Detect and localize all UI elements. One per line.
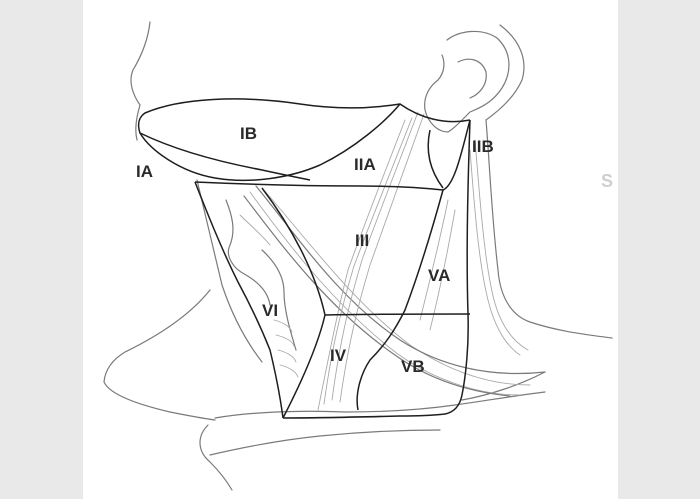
level-boundaries bbox=[137, 98, 471, 419]
anterior-border bbox=[194, 181, 284, 419]
larynx-line bbox=[239, 214, 271, 246]
level-ia-boundary bbox=[139, 132, 311, 181]
trapezius-fiber bbox=[474, 139, 529, 351]
trachea-ring bbox=[275, 334, 295, 347]
ear-inner-outline bbox=[457, 58, 487, 99]
neck-fiber bbox=[419, 199, 449, 321]
label-level-iia: IIA bbox=[354, 155, 376, 174]
trachea-outline bbox=[225, 199, 271, 306]
head-back-outline bbox=[485, 24, 525, 121]
thyroid-outline bbox=[261, 249, 297, 351]
neck-skin-outline bbox=[103, 289, 211, 383]
vessel-line bbox=[331, 111, 419, 401]
label-level-iii: III bbox=[355, 231, 369, 250]
level-labels: IA IB IIA IIB III VA VI IV VB bbox=[136, 124, 494, 376]
trachea-ring bbox=[273, 319, 293, 333]
anatomy-outline bbox=[103, 21, 613, 491]
level-iv-vi-divider bbox=[261, 187, 326, 419]
trachea-ring bbox=[279, 364, 299, 378]
scm-fiber bbox=[261, 187, 531, 386]
sternum-outline bbox=[199, 424, 233, 491]
watermark-text: S bbox=[601, 171, 613, 191]
level-iib-inner bbox=[427, 129, 444, 189]
label-level-ia: IA bbox=[136, 162, 153, 181]
scm-back-edge bbox=[243, 195, 511, 397]
clavicle-boundary bbox=[282, 413, 446, 419]
label-level-vi: VI bbox=[262, 301, 278, 320]
cricoid-line bbox=[324, 313, 471, 316]
level-iib-top bbox=[399, 103, 471, 123]
level-v-lateral-border bbox=[444, 119, 471, 415]
chin-outline bbox=[130, 21, 151, 141]
vessel-line bbox=[339, 113, 425, 403]
ear-outline bbox=[424, 30, 510, 133]
level-ib-boundary bbox=[137, 98, 401, 182]
hyoid-line bbox=[194, 181, 444, 191]
vessel-line bbox=[323, 117, 413, 405]
clavicle-lower-outline bbox=[209, 429, 441, 456]
scm-front-edge bbox=[255, 185, 546, 375]
neck-back-outline bbox=[485, 119, 613, 339]
neck-front-outline bbox=[196, 179, 263, 363]
label-level-vb: VB bbox=[401, 357, 425, 376]
trapezius-fiber bbox=[469, 149, 521, 356]
neck-fiber bbox=[429, 209, 456, 331]
figure-panel bbox=[83, 0, 618, 499]
label-level-va: VA bbox=[428, 266, 450, 285]
vessel-line bbox=[317, 119, 406, 411]
label-level-iv: IV bbox=[330, 346, 347, 365]
chest-outline bbox=[103, 381, 216, 421]
trachea-ring bbox=[277, 349, 297, 363]
label-level-ib: IB bbox=[240, 124, 257, 143]
label-level-iib: IIB bbox=[472, 137, 494, 156]
posterior-border bbox=[356, 189, 444, 411]
shoulder-outline bbox=[461, 371, 546, 401]
clavicle-outline bbox=[214, 391, 546, 419]
level-iib-boundary bbox=[442, 119, 471, 191]
